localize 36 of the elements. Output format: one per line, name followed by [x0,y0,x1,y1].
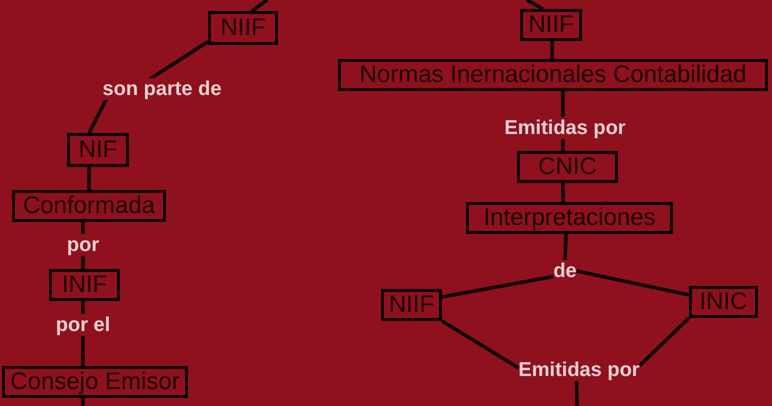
connector-line [550,40,554,60]
connector-line [441,320,520,370]
concept-text: Consejo Emisor [10,370,180,394]
concept-text: Conformada [22,194,156,218]
concept-box [67,133,129,167]
linking-phrase: de [553,260,577,282]
linking-phrase: Emitidas por [518,359,640,381]
concept-box [12,190,166,222]
concept-text: NIIF [220,16,266,40]
concept-box [2,366,188,398]
concept-text: NIF [78,138,118,162]
concept-text: NIIF [388,293,434,317]
connector-line [638,316,690,367]
concept-box [517,151,618,183]
connector-line [576,269,690,297]
concept-text: Interpretaciones [483,206,656,230]
connector-line [251,0,268,12]
concept-box [208,11,278,45]
concept-text: Normas Inernacionales Contabilidad [360,63,746,87]
concept-text: INIC [700,290,748,314]
connector-line [442,274,554,299]
concept-box [466,202,673,234]
concept-box [381,289,442,321]
concept-text: CNIC [538,155,597,179]
connector-line [526,0,544,11]
concept-text: INIF [62,273,108,297]
concept-box [689,286,758,318]
connector-line [81,398,85,406]
concept-box [49,269,120,301]
concept-box [520,9,582,41]
connector-line [574,380,579,406]
concept-box [338,59,768,91]
connector-line [87,167,91,190]
connector-line [561,182,565,202]
connector-line [563,234,568,260]
concept-text: NIIF [528,13,574,37]
